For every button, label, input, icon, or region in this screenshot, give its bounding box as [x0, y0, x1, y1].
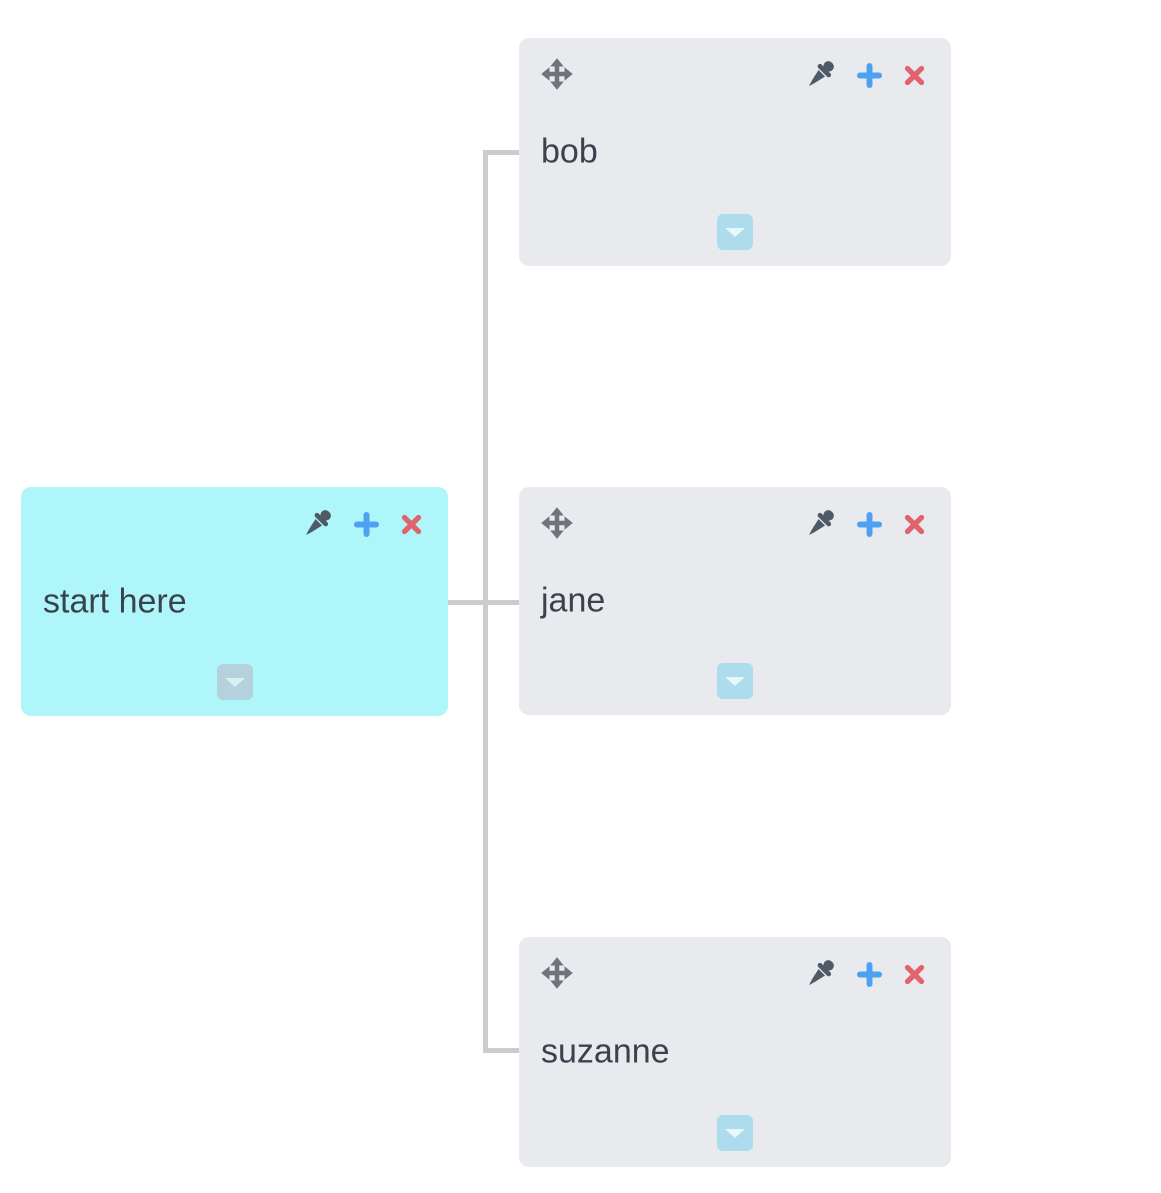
move-icon[interactable] [539, 505, 575, 541]
eyedropper-icon[interactable] [801, 505, 839, 543]
collapse-button[interactable] [717, 214, 753, 250]
plus-icon[interactable] [351, 509, 382, 540]
plus-icon[interactable] [854, 60, 885, 91]
collapse-button[interactable] [216, 664, 253, 700]
node-jane[interactable]: jane [519, 487, 951, 715]
x-icon[interactable] [900, 510, 929, 539]
eyedropper-icon[interactable] [298, 505, 336, 543]
x-icon[interactable] [900, 61, 929, 90]
node-suzanne[interactable]: suzanne [519, 937, 951, 1167]
node-toolbar [801, 505, 929, 543]
plus-icon[interactable] [854, 509, 885, 540]
chevron-down-icon [725, 676, 745, 686]
move-icon[interactable] [539, 955, 575, 991]
node-title[interactable]: jane [541, 581, 606, 620]
x-icon[interactable] [397, 510, 426, 539]
node-toolbar [801, 955, 929, 993]
plus-icon[interactable] [854, 959, 885, 990]
eyedropper-icon[interactable] [801, 955, 839, 993]
move-icon[interactable] [539, 56, 575, 92]
node-toolbar [801, 56, 929, 94]
x-icon[interactable] [900, 960, 929, 989]
chevron-down-icon [725, 227, 745, 237]
eyedropper-icon[interactable] [801, 56, 839, 94]
node-title[interactable]: bob [541, 132, 598, 171]
node-start-here[interactable]: start here [21, 487, 448, 716]
node-title[interactable]: suzanne [541, 1032, 670, 1071]
chevron-down-icon [725, 1128, 745, 1138]
node-bob[interactable]: bob [519, 38, 951, 266]
node-title[interactable]: start here [43, 581, 187, 620]
connector-to-suzanne [483, 1048, 519, 1053]
chevron-down-icon [224, 677, 245, 687]
connector-from-start-here [448, 600, 519, 605]
collapse-button[interactable] [717, 663, 753, 699]
connector-to-bob [483, 150, 519, 155]
collapse-button[interactable] [717, 1115, 753, 1151]
node-toolbar [298, 505, 426, 543]
